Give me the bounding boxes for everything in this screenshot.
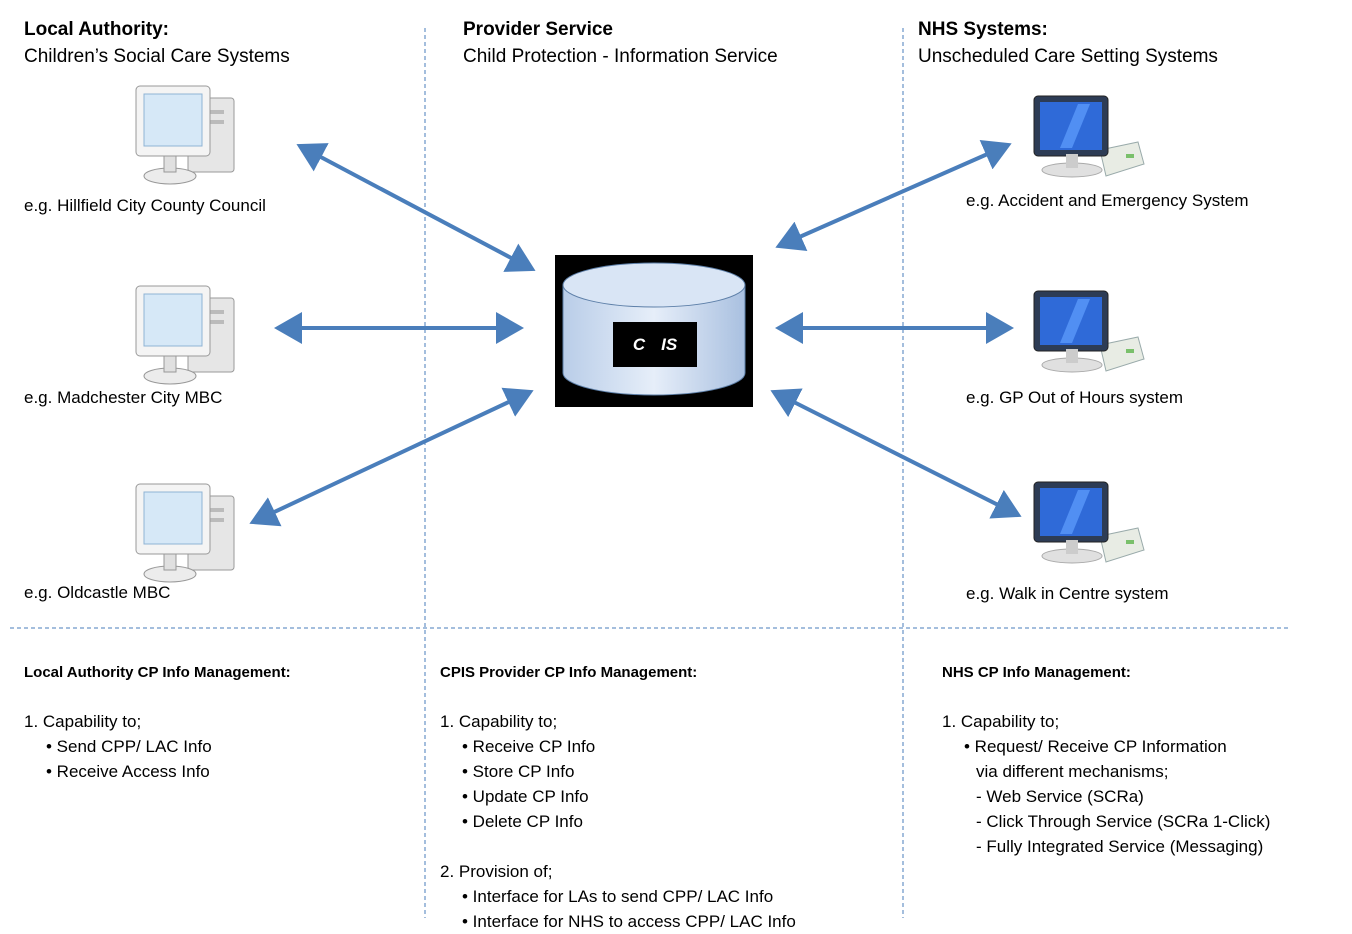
cis-label-c: C — [632, 334, 646, 354]
list-item: • Receive CP Info — [462, 737, 596, 756]
list-item: 2. Provision of; — [440, 862, 553, 881]
monitor-computer-icon — [1033, 290, 1145, 373]
left-column-title: Local Authority: — [24, 19, 169, 40]
left-management-list: 1. Capability to; • Send CPP/ LAC Info •… — [24, 709, 212, 784]
arrow-right-bottom — [770, 388, 1022, 519]
middle-column-subtitle: Child Protection - Information Service — [463, 46, 778, 67]
list-item: • Interface for NHS to access CPP/ LAC I… — [462, 912, 796, 931]
list-item: - Web Service (SCRa) — [976, 787, 1144, 806]
list-item: - Fully Integrated Service (Messaging) — [976, 837, 1264, 856]
list-item: • Delete CP Info — [462, 812, 583, 831]
monitor-computer-icon — [1033, 481, 1145, 564]
arrow-left-top — [296, 143, 536, 272]
list-item: • Update CP Info — [462, 787, 589, 806]
list-item: 1. Capability to; — [440, 712, 558, 731]
cis-label-is: IS — [661, 334, 678, 354]
list-item: • Interface for LAs to send CPP/ LAC Inf… — [462, 887, 774, 906]
list-item: • Send CPP/ LAC Info — [46, 737, 212, 756]
left-column-subtitle: Children’s Social Care Systems — [24, 46, 290, 67]
list-item: • Receive Access Info — [46, 762, 210, 781]
cis-label: C IS — [613, 322, 697, 367]
right-system-label-2: e.g. GP Out of Hours system — [966, 388, 1183, 407]
right-column-title: NHS Systems: — [918, 19, 1048, 40]
list-item: • Request/ Receive CP Information — [964, 737, 1227, 756]
desktop-computer-icon — [135, 285, 235, 385]
left-system-label-1: e.g. Hillfield City County Council — [24, 196, 266, 215]
right-system-label-1: e.g. Accident and Emergency System — [966, 191, 1249, 210]
list-item: 1. Capability to; — [24, 712, 142, 731]
list-item: 1. Capability to; — [942, 712, 1060, 731]
monitor-computer-icon — [1033, 95, 1145, 178]
list-item: • Store CP Info — [462, 762, 575, 781]
right-system-label-3: e.g. Walk in Centre system — [966, 584, 1169, 603]
desktop-computer-icon — [135, 85, 235, 185]
left-management-title: Local Authority CP Info Management: — [24, 664, 291, 681]
list-item: - Click Through Service (SCRa 1-Click) — [976, 812, 1271, 831]
database-cylinder-icon — [555, 255, 753, 407]
middle-management-list: 1. Capability to; • Receive CP Info • St… — [440, 709, 796, 934]
arrow-left-bottom — [249, 387, 534, 527]
middle-column-title: Provider Service — [463, 19, 613, 40]
list-item: via different mechanisms; — [976, 762, 1169, 781]
left-system-label-2: e.g. Madchester City MBC — [24, 388, 223, 407]
middle-management-title: CPIS Provider CP Info Management: — [440, 664, 698, 681]
desktop-computer-icon — [135, 483, 235, 583]
right-management-list: 1. Capability to; • Request/ Receive CP … — [942, 709, 1270, 859]
arrow-right-top — [775, 140, 1012, 251]
right-column-subtitle: Unscheduled Care Setting Systems — [918, 46, 1218, 67]
right-management-title: NHS CP Info Management: — [942, 664, 1131, 681]
left-system-label-3: e.g. Oldcastle MBC — [24, 583, 171, 602]
